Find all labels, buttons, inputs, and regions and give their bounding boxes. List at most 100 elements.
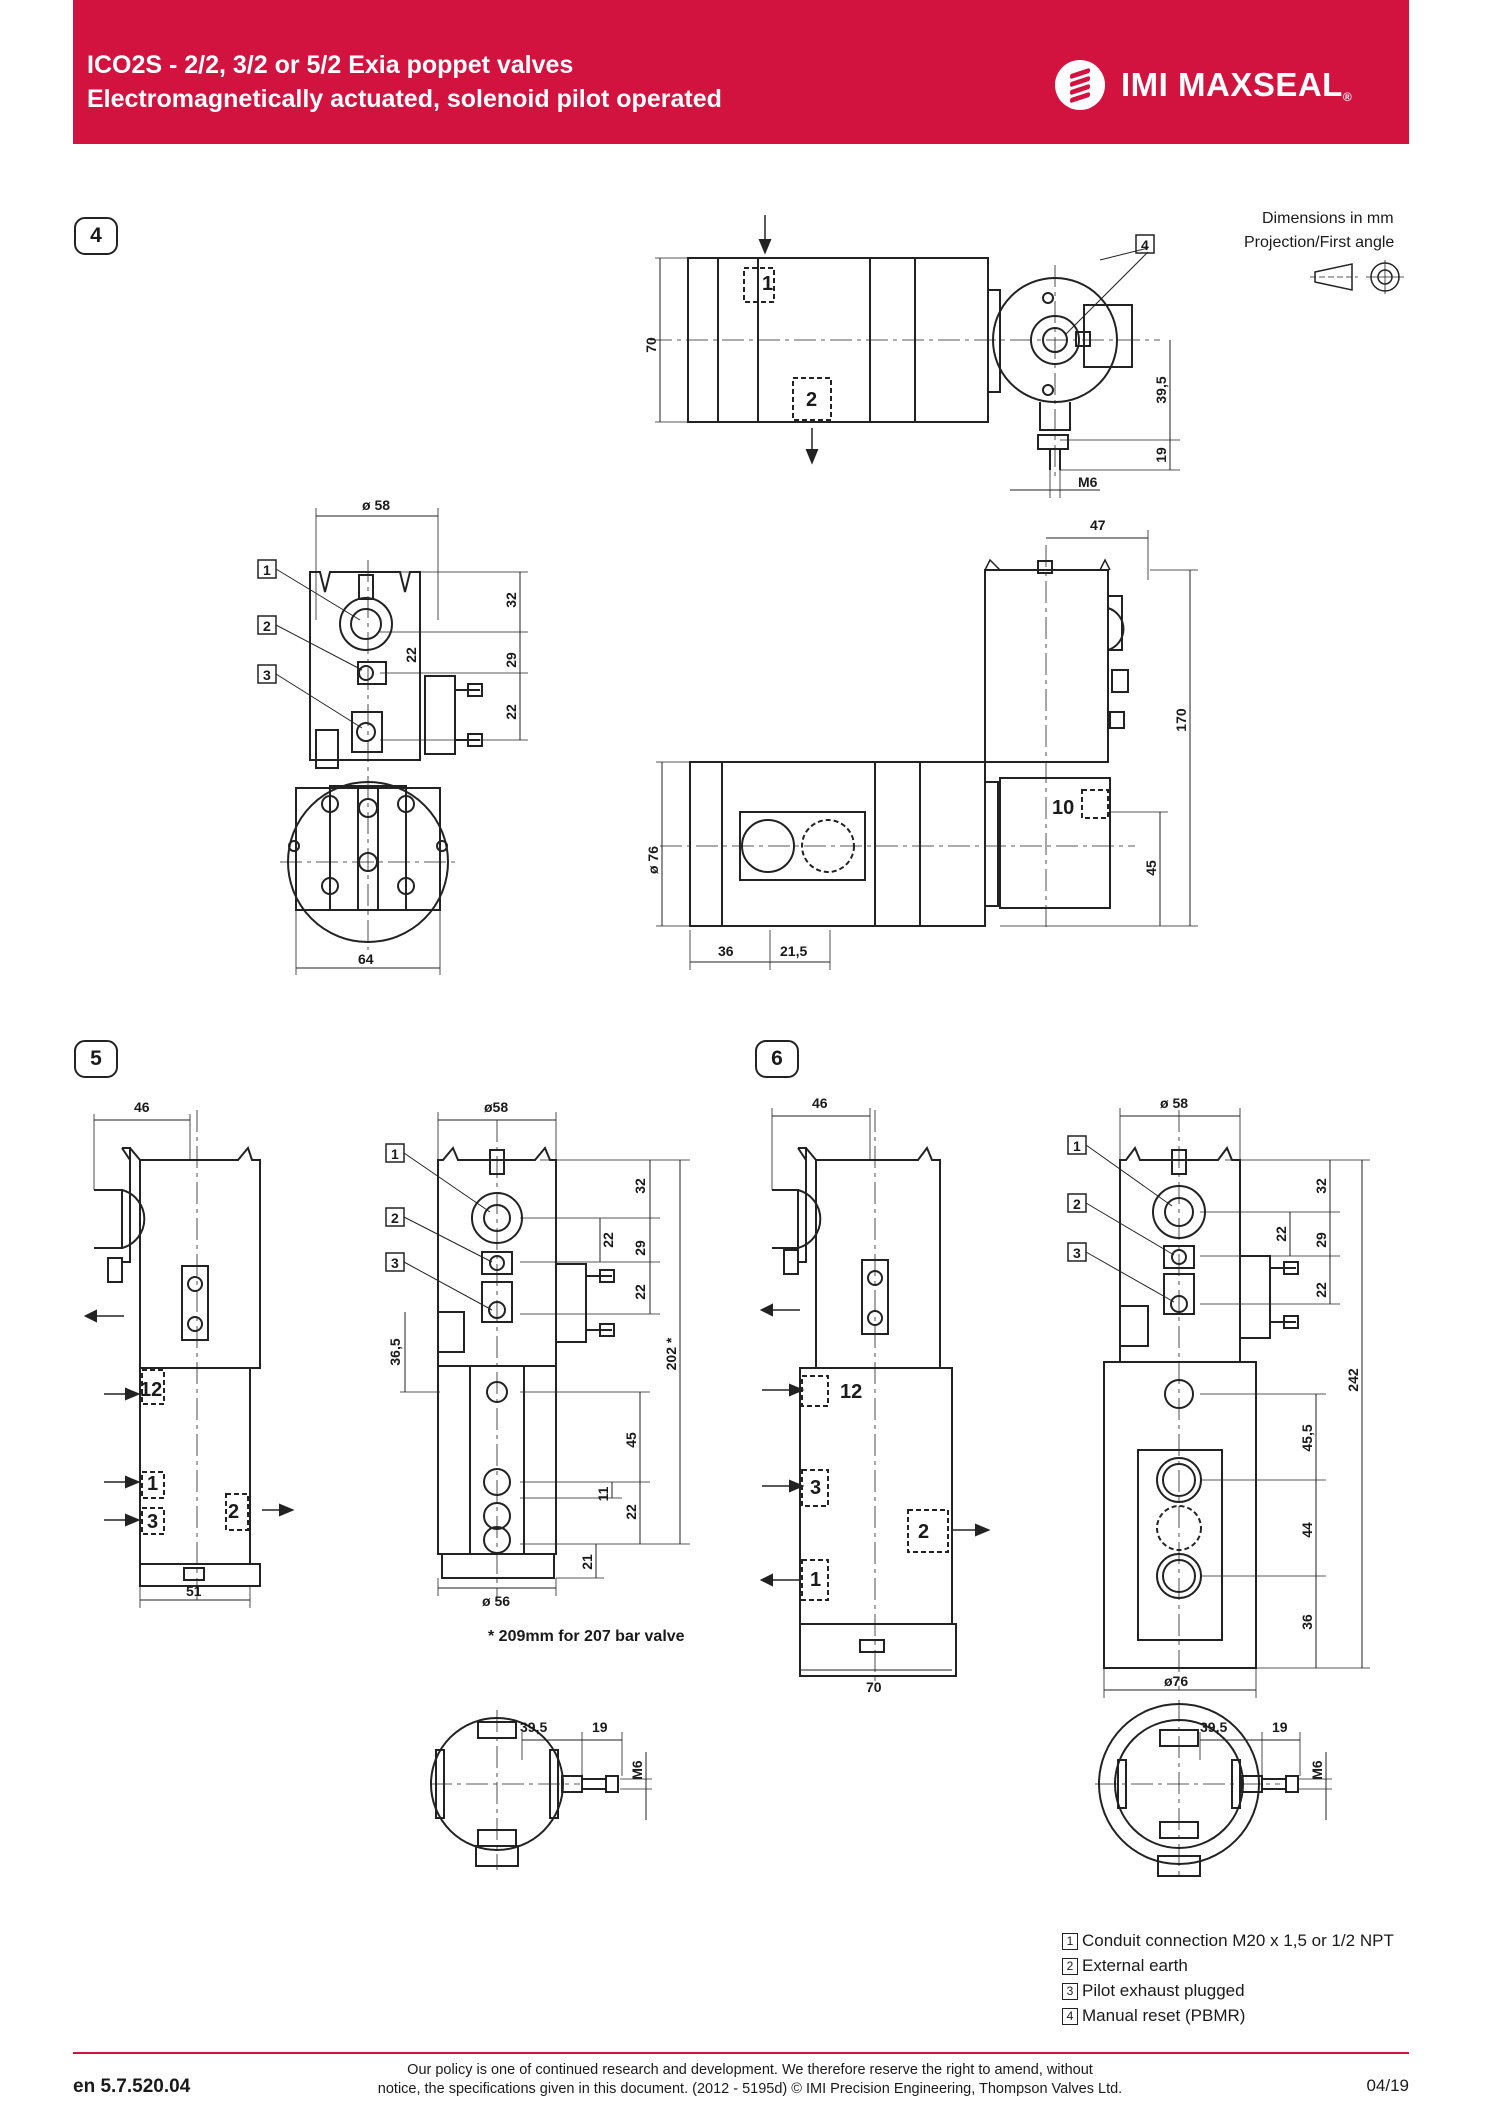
s6-dim-44: 44 xyxy=(1299,1522,1315,1538)
section5-front-view xyxy=(385,1112,690,1600)
legend-text: Pilot exhaust plugged xyxy=(1082,1981,1245,2000)
header-banner: ICO2S - 2/2, 3/2 or 5/2 Exia poppet valv… xyxy=(73,0,1409,144)
s6-port-12: 12 xyxy=(840,1381,862,1403)
s5-port-3: 3 xyxy=(147,1511,158,1533)
policy-line-2: notice, the specifications given in this… xyxy=(377,2081,1123,2097)
s6-bottom-dim-m6: M6 xyxy=(1309,1760,1325,1780)
s5-dim-29: 29 xyxy=(632,1240,648,1256)
dim-4-callout: 4 xyxy=(1141,237,1149,253)
port-2-label: 2 xyxy=(806,389,817,411)
document-subtitle: Electromagnetically actuated, solenoid p… xyxy=(87,85,722,113)
dim-45: 45 xyxy=(1143,860,1159,876)
s6-callout-2: 2 xyxy=(1073,1196,1081,1212)
s6-bottom-dim-19: 19 xyxy=(1272,1719,1288,1735)
s6-dim-32: 32 xyxy=(1313,1178,1329,1194)
dim-47: 47 xyxy=(1090,517,1106,533)
legend-number: 2 xyxy=(1062,1958,1078,1975)
legend-number: 1 xyxy=(1062,1933,1078,1950)
s6-dim-29: 29 xyxy=(1313,1232,1329,1248)
s5-dim-22a: 22 xyxy=(600,1232,616,1248)
dim-170: 170 xyxy=(1173,708,1189,732)
projection-note: Projection/First angle xyxy=(1244,234,1395,251)
section5-side-view xyxy=(83,1110,295,1608)
s6-port-3: 3 xyxy=(810,1477,821,1499)
s6-dim-46: 46 xyxy=(812,1095,828,1111)
s5-dim-dia-58: ø58 xyxy=(484,1099,508,1115)
s5-dim-51: 51 xyxy=(186,1583,202,1599)
s5-bottom-dim-39-5: 39,5 xyxy=(520,1719,547,1735)
section6-front-view xyxy=(1067,1108,1370,1698)
dim-dia-76: ø 76 xyxy=(645,846,661,874)
s6-port-2: 2 xyxy=(918,1521,929,1543)
port-1-label: 1 xyxy=(762,273,773,295)
s6-dim-36: 36 xyxy=(1299,1614,1315,1630)
s5-dim-22b: 22 xyxy=(632,1284,648,1300)
s5-dim-32: 32 xyxy=(632,1178,648,1194)
s5-callout-1: 1 xyxy=(391,1146,399,1162)
section6-side-view xyxy=(759,1108,991,1690)
s5-bottom-dim-m6: M6 xyxy=(629,1760,645,1780)
s5-dim-dia-56: ø 56 xyxy=(482,1593,510,1609)
legend-text: External earth xyxy=(1082,1956,1188,1975)
dim-36: 36 xyxy=(718,943,734,959)
dimensions-unit-note: Dimensions in mm xyxy=(1262,210,1394,227)
s5-port-2: 2 xyxy=(228,1501,239,1523)
first-angle-projection-icon xyxy=(1310,260,1404,294)
s5-port-12: 12 xyxy=(140,1379,162,1401)
document-date: 04/19 xyxy=(1366,2076,1409,2095)
dim-22b: 22 xyxy=(503,704,519,720)
s6-dim-242: 242 xyxy=(1345,1368,1361,1392)
policy-line-1: Our policy is one of continued research … xyxy=(407,2062,1093,2078)
s6-dim-dia-76: ø76 xyxy=(1164,1673,1188,1689)
dim-dia-58: ø 58 xyxy=(362,497,390,513)
s5-port-1: 1 xyxy=(147,1473,158,1495)
document-title: ICO2S - 2/2, 3/2 or 5/2 Exia poppet valv… xyxy=(87,51,574,79)
imi-maxseal-logo: IMI MAXSEAL® xyxy=(1055,60,1395,114)
callout-3: 3 xyxy=(263,667,271,683)
dimension-labels: 70 1 2 4 39,5 19 M6 ø 58 32 22 29 22 64 … xyxy=(134,237,1361,1780)
note-207-bar: * 209mm for 207 bar valve xyxy=(488,1628,685,1645)
s5-bottom-dim-19: 19 xyxy=(592,1719,608,1735)
s5-dim-202: 202 * xyxy=(663,1337,679,1370)
brand-registered-mark: ® xyxy=(1342,90,1353,104)
s5-dim-21: 21 xyxy=(579,1554,595,1570)
dim-29: 29 xyxy=(503,652,519,668)
s5-dim-36-5: 36,5 xyxy=(387,1338,403,1365)
dim-21-5: 21,5 xyxy=(780,943,807,959)
document-reference: en 5.7.520.04 xyxy=(73,2076,191,2097)
s6-dim-45-5: 45,5 xyxy=(1299,1424,1315,1451)
dim-39-5: 39,5 xyxy=(1153,376,1169,403)
policy-statement: Our policy is one of continued research … xyxy=(300,2061,1200,2099)
s5-dim-45: 45 xyxy=(623,1432,639,1448)
section-4-label: 4 xyxy=(74,217,118,255)
s6-callout-3: 3 xyxy=(1073,1245,1081,1261)
dim-64: 64 xyxy=(358,951,374,967)
dim-m6: M6 xyxy=(1078,474,1098,490)
legend-number: 3 xyxy=(1062,1983,1078,2000)
s6-dim-22b: 22 xyxy=(1313,1282,1329,1298)
brand-name: IMI MAXSEAL xyxy=(1121,66,1343,103)
s6-bottom-dim-39-5: 39,5 xyxy=(1200,1719,1227,1735)
s5-dim-22c: 22 xyxy=(623,1504,639,1520)
section4-side-view xyxy=(257,508,528,975)
dim-19: 19 xyxy=(1153,447,1169,463)
section4-top-view xyxy=(650,215,1180,498)
s5-callout-3: 3 xyxy=(391,1255,399,1271)
s6-dim-dia-58: ø 58 xyxy=(1160,1095,1188,1111)
footer-divider xyxy=(73,2052,1409,2054)
dim-22a: 22 xyxy=(403,647,419,663)
section4-front-view xyxy=(656,530,1198,970)
section6-bottom-view xyxy=(1095,1700,1332,1880)
s5-dim-46: 46 xyxy=(134,1099,150,1115)
s6-port-1: 1 xyxy=(810,1569,821,1591)
s6-dim-22a: 22 xyxy=(1273,1226,1289,1242)
logo-mark-icon xyxy=(1055,60,1105,110)
section5-bottom-view xyxy=(430,1710,652,1870)
dim-32: 32 xyxy=(503,592,519,608)
